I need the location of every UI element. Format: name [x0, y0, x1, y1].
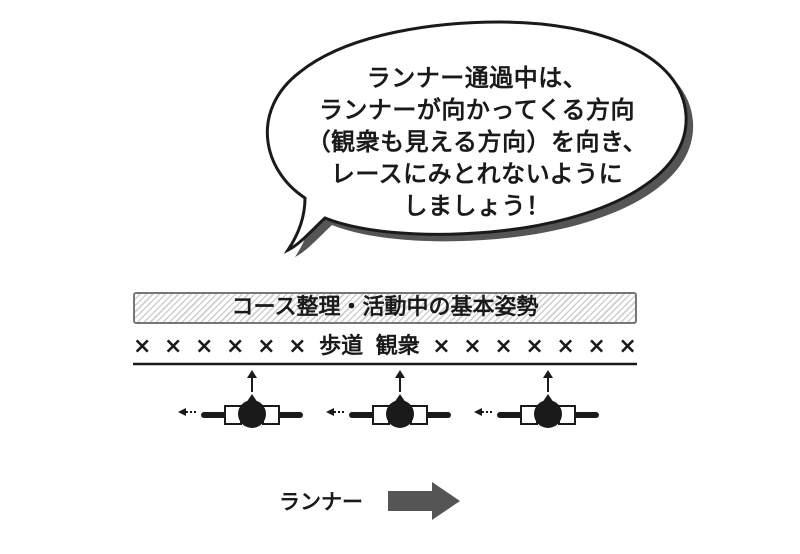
- basic-posture-banner: コース整理・活動中の基本姿勢: [133, 292, 637, 324]
- speech-line: （観衆も見える方向）を向き、: [306, 128, 648, 156]
- spectator-mark: ×: [257, 334, 276, 359]
- spectator-mark: ×: [494, 334, 513, 359]
- spectators-label: 観衆: [375, 334, 420, 359]
- spectator-mark: ×: [226, 334, 245, 359]
- side-arrowhead: [326, 408, 334, 416]
- speech-line: ランナーが向かってくる方向: [318, 96, 636, 124]
- runner-direction-arrow: [388, 482, 460, 520]
- staff-head-tip: [542, 394, 554, 403]
- sidewalk-label: 歩道: [319, 334, 364, 359]
- staff-head-tip: [246, 394, 258, 403]
- staff-head-tip: [394, 394, 406, 403]
- facing-arrowhead: [247, 370, 257, 378]
- side-arrowhead: [178, 408, 186, 416]
- spectator-mark: ×: [463, 334, 482, 359]
- spectator-mark: ×: [288, 334, 307, 359]
- runner-label: ランナー: [279, 490, 363, 514]
- speech-bubble: [265, 20, 688, 254]
- spectator-mark: ×: [525, 334, 544, 359]
- spectator-mark: ×: [195, 334, 214, 359]
- spectator-mark: ×: [133, 334, 152, 359]
- staff-figure: [326, 370, 451, 428]
- spectator-mark: ×: [587, 334, 606, 359]
- speech-bubble-text: ランナー通過中は、 ランナーが向かってくる方向 （観衆も見える方向）を向き、 レ…: [292, 62, 662, 222]
- staff-head: [386, 400, 414, 428]
- spectator-mark: ×: [164, 334, 183, 359]
- facing-arrowhead: [543, 370, 553, 378]
- spectator-row: × × × × × × 歩道観衆 × × × × × × ×: [133, 334, 637, 360]
- staff-figure: [474, 370, 599, 428]
- speech-line: レースにみとれないように: [330, 160, 624, 188]
- spectator-mark: ×: [432, 334, 451, 359]
- spectator-mark: ×: [556, 334, 575, 359]
- spectator-mark: ×: [618, 334, 637, 359]
- side-arrowhead: [474, 408, 482, 416]
- staff-head: [238, 400, 266, 428]
- speech-line: ランナー通過中は、: [366, 64, 588, 92]
- facing-arrowhead: [395, 370, 405, 378]
- staff-figure: [178, 370, 303, 428]
- staff-head: [534, 400, 562, 428]
- speech-line: しましょう！: [403, 192, 551, 220]
